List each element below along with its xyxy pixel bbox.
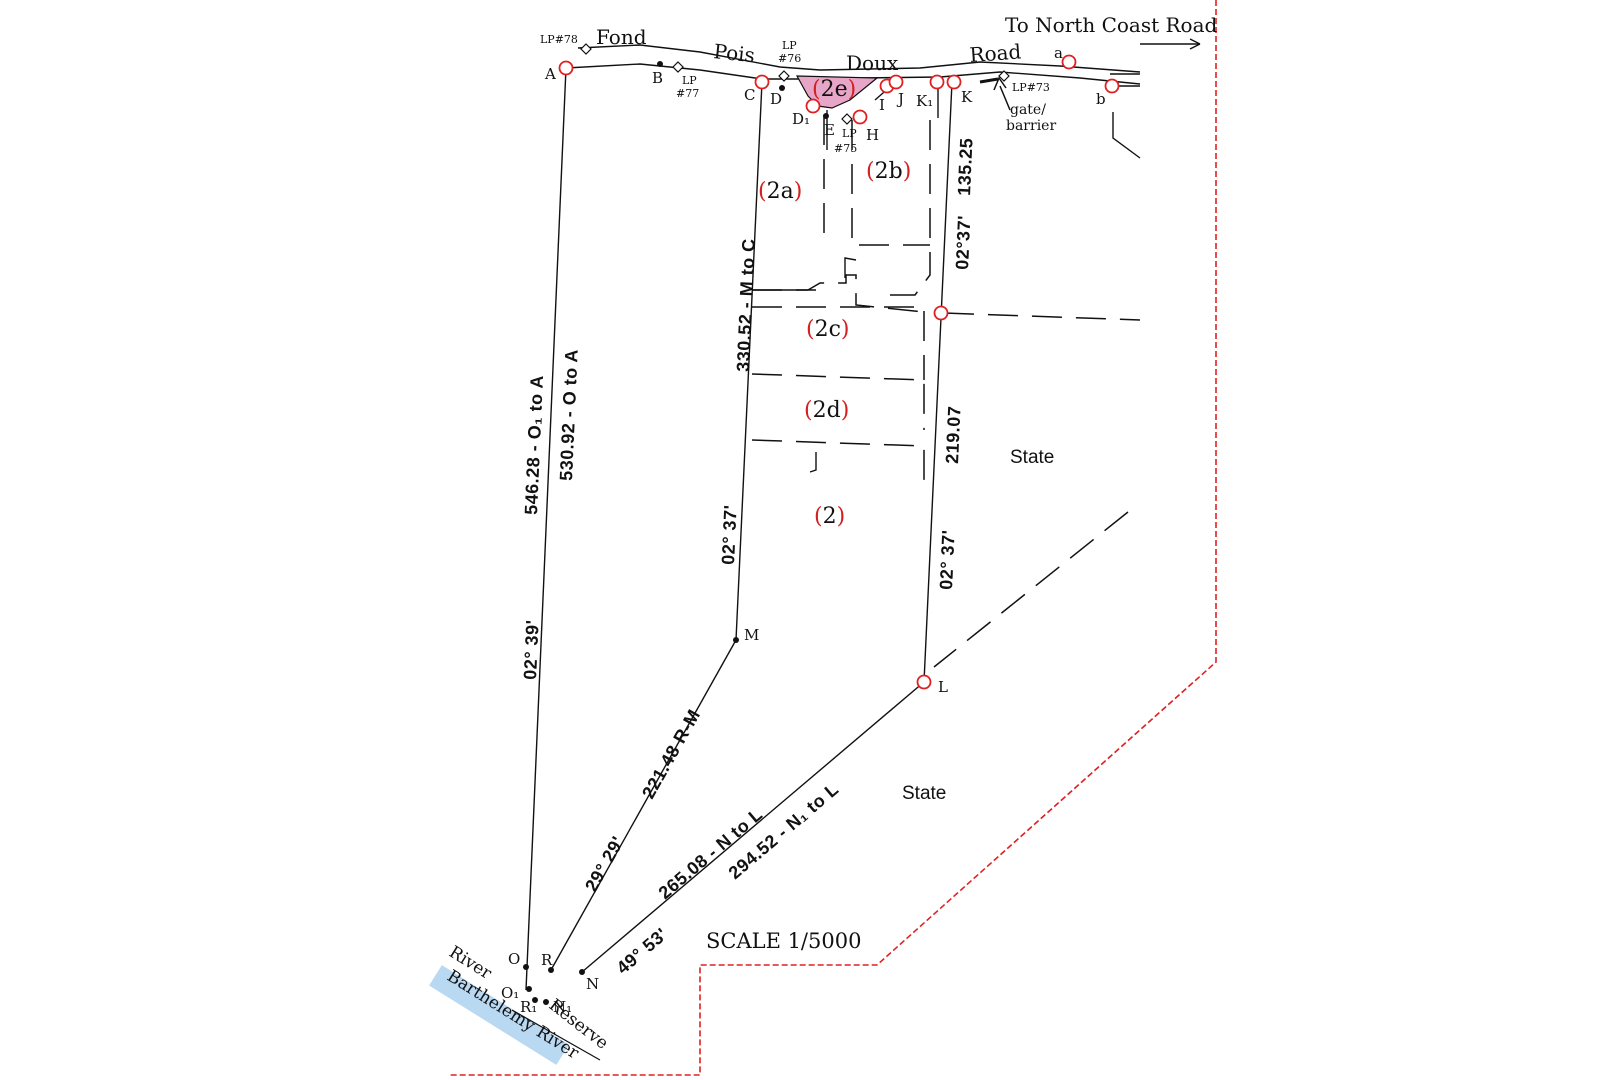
point-markers	[523, 61, 829, 1005]
dim-o-to-a: 530.92 - O to A	[556, 349, 582, 482]
gate-label-2: barrier	[1006, 118, 1056, 134]
dim-len-135: 135.25	[954, 137, 977, 196]
dim-bearing-mid: 02° 37'	[718, 504, 741, 565]
svg-text:(2a): (2a)	[758, 179, 802, 204]
red-boundary-line	[450, 0, 1217, 1076]
lot-label-2b: (2b)	[866, 159, 911, 184]
svg-text:(2b): (2b)	[866, 159, 911, 184]
dim-bearing-right-bottom: 02° 37'	[936, 529, 959, 590]
state-label-1: State	[1010, 447, 1054, 468]
point-label-i: I	[879, 96, 885, 114]
north-arrow-icon	[1140, 38, 1201, 50]
lamp-post-symbols	[580, 43, 1010, 125]
lp76-label-a: LP	[782, 39, 797, 52]
svg-text:(2): (2)	[814, 504, 845, 529]
road-word-doux: Doux	[846, 51, 899, 75]
point-label-a-upper: A	[544, 65, 556, 83]
scale-label: SCALE 1/5000	[706, 929, 861, 953]
dim-bearing-nl: 49° 53'	[613, 924, 672, 978]
point-label-l: L	[938, 678, 948, 696]
gate-label-1: gate/	[1010, 102, 1046, 118]
lot-label-2a: (2a)	[758, 179, 802, 204]
road-word-road: Road	[969, 39, 1023, 67]
lot-label-2d: (2d)	[804, 398, 849, 423]
point-label-m: M	[744, 626, 759, 644]
river-highlight	[429, 965, 570, 1065]
survey-pins	[558, 54, 1120, 690]
point-label-d: D	[770, 90, 782, 108]
lp77-label-a: LP	[682, 74, 697, 87]
road-word-fond: Fond	[596, 25, 647, 49]
point-label-o1: O₁	[501, 984, 519, 1002]
gate-barrier-line	[979, 77, 999, 84]
lot-label-2c: (2c)	[806, 317, 850, 342]
point-label-e: E	[824, 121, 835, 139]
gate-arrow-icon	[993, 76, 1011, 111]
point-label-o: O	[508, 950, 520, 968]
point-label-k: K	[961, 88, 973, 106]
dim-len-219: 219.07	[942, 405, 965, 464]
lp77-label-b: #77	[676, 87, 699, 100]
state-label-2: State	[902, 783, 946, 804]
point-label-b-lower: b	[1096, 90, 1106, 108]
parcel-lines	[525, 67, 953, 991]
lp75-label-b: #75	[834, 142, 857, 155]
dim-o1-to-a: 546.28 - O₁ to A	[521, 375, 547, 516]
lot-label-2: (2)	[814, 504, 845, 529]
point-label-a-lower: a	[1054, 44, 1063, 62]
dim-r-m: 221.48 R-M	[638, 706, 704, 802]
point-label-r: R	[541, 951, 553, 969]
point-label-j: J	[896, 90, 904, 108]
lot-label-2e: (2e)	[812, 77, 856, 102]
lp73-label: LP#73	[1012, 81, 1050, 94]
dim-bearing-left: 02° 39'	[520, 619, 543, 680]
dim-m-to-c: 330.52 - M to C	[733, 238, 759, 372]
point-label-r1: R₁	[520, 998, 537, 1016]
point-label-c: C	[744, 86, 755, 104]
lp75-label-a: LP	[842, 127, 857, 140]
point-label-n: N	[586, 975, 599, 993]
to-north-coast-road: To North Coast Road	[1005, 13, 1218, 37]
point-label-n1: N₁	[553, 998, 572, 1016]
svg-text:(2d): (2d)	[804, 398, 849, 423]
internal-lot-lines	[751, 112, 1141, 668]
dim-bearing-rm: 29° 29'	[581, 833, 628, 895]
point-label-h: H	[866, 126, 879, 144]
point-label-d1: D₁	[792, 110, 810, 128]
road-word-pois: Pois	[712, 39, 756, 67]
svg-text:(2c): (2c)	[806, 317, 850, 342]
svg-text:(2e): (2e)	[812, 77, 856, 102]
dim-bearing-right-top: 02°37'	[952, 215, 974, 270]
lp78-label: LP#78	[540, 33, 578, 46]
lp76-label-b: #76	[778, 52, 801, 65]
point-label-b-upper: B	[652, 69, 663, 87]
reserve-underline	[511, 1009, 601, 1061]
point-label-k1: K₁	[916, 92, 933, 110]
